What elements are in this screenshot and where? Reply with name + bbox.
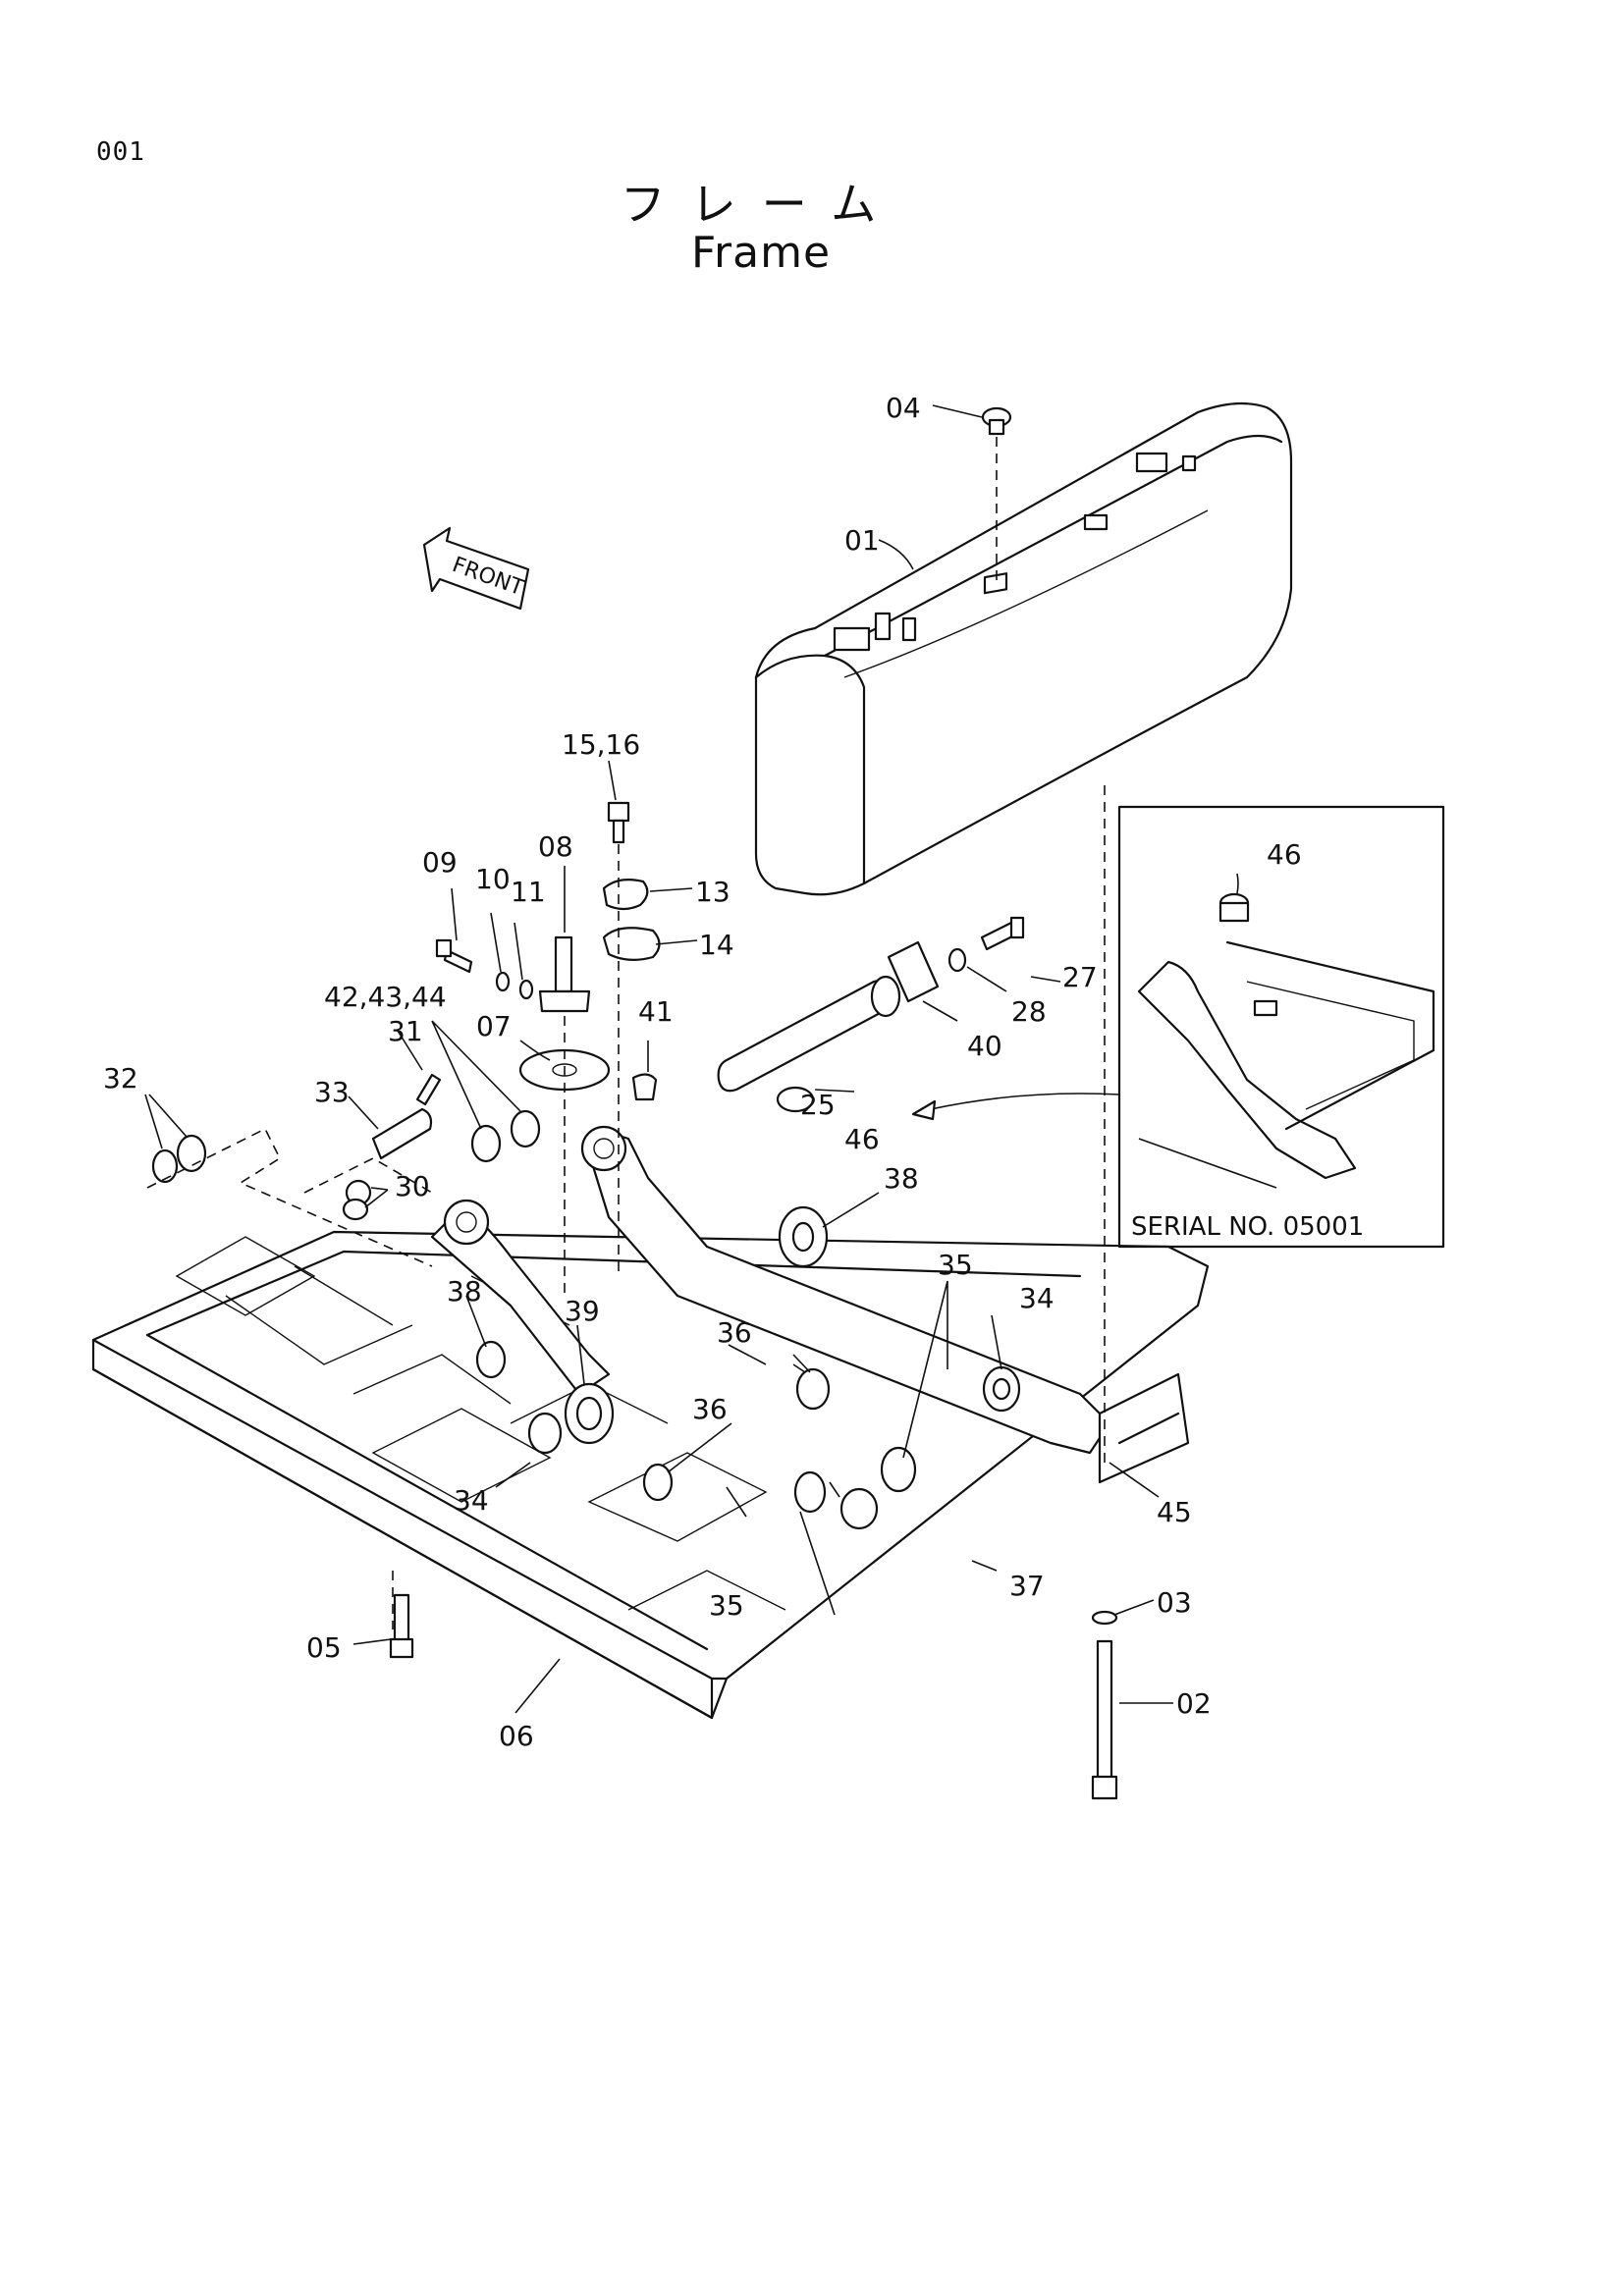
bushings: [475, 1086, 1021, 1530]
callout-46-inset: 46: [1267, 838, 1302, 871]
callout-34-left: 34: [454, 1484, 489, 1517]
callout-25: 25: [800, 1089, 836, 1121]
serial-inset-box: SERIAL NO. 05001: [1117, 805, 1445, 1249]
callout-15-16: 15,16: [562, 728, 640, 761]
callout-36-upper: 36: [717, 1316, 752, 1349]
callout-01: 01: [844, 524, 880, 557]
bolt-05: [389, 1593, 414, 1659]
callout-07: 07: [476, 1010, 512, 1042]
callout-03: 03: [1157, 1586, 1192, 1619]
callout-42-43-44: 42,43,44: [324, 981, 447, 1013]
title-japanese: フレーム: [620, 178, 902, 231]
callout-labels: 04 01 15,16 13 14 08 09 10 11 41 07 42,4…: [103, 392, 1302, 1752]
callout-10: 10: [475, 863, 511, 895]
callout-02: 02: [1176, 1687, 1212, 1720]
callout-46-main: 46: [844, 1123, 880, 1155]
callout-40: 40: [967, 1030, 1002, 1062]
callout-33: 33: [314, 1076, 350, 1108]
callout-34-right: 34: [1019, 1282, 1055, 1314]
callout-05: 05: [306, 1631, 342, 1664]
callout-36-lower: 36: [692, 1393, 728, 1425]
pin-25: [717, 975, 901, 1093]
callout-35-upper: 35: [938, 1249, 973, 1281]
title-english: Frame: [690, 228, 832, 278]
callout-37: 37: [1009, 1570, 1045, 1602]
front-arrow-icon: FRONT: [422, 526, 530, 611]
callout-04: 04: [886, 392, 921, 424]
callout-27: 27: [1062, 961, 1098, 993]
callout-30: 30: [395, 1170, 430, 1202]
callout-31: 31: [388, 1015, 423, 1047]
callout-45: 45: [1157, 1496, 1192, 1528]
bolt-02: [1091, 1639, 1118, 1800]
callout-38-upper: 38: [884, 1162, 919, 1195]
counterweight: [754, 401, 1293, 896]
callout-14: 14: [699, 929, 734, 961]
callout-28: 28: [1011, 995, 1047, 1028]
bolt-04: [981, 406, 1012, 436]
callout-08: 08: [538, 830, 573, 863]
serial-label: SERIAL NO. 05001: [1131, 1212, 1364, 1242]
callout-11: 11: [511, 876, 546, 908]
leader-lines: [144, 404, 1239, 1714]
bracket-08: [538, 935, 591, 1013]
callout-38-lower: 38: [447, 1275, 482, 1308]
callout-06: 06: [499, 1720, 534, 1752]
callout-13: 13: [695, 876, 730, 908]
callout-09: 09: [422, 846, 458, 879]
callout-32: 32: [103, 1062, 138, 1095]
page-number: 001: [96, 137, 145, 167]
callout-41: 41: [638, 995, 674, 1028]
callout-39: 39: [565, 1295, 600, 1327]
callout-35-lower: 35: [709, 1589, 744, 1622]
